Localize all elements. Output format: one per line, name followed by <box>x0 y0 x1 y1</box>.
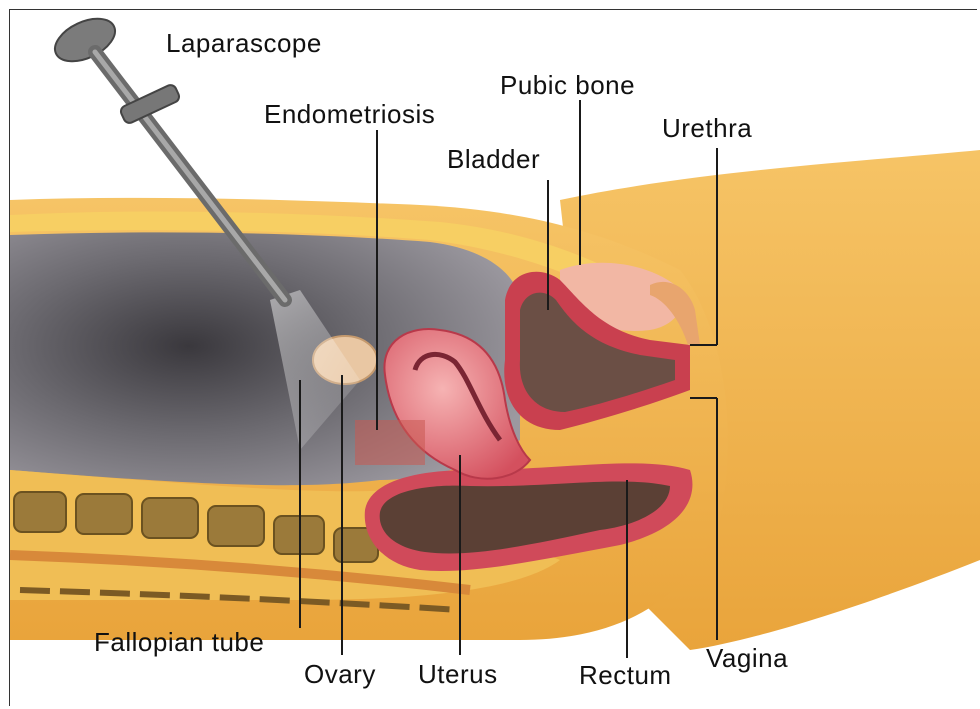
label-vagina: Vagina <box>706 645 788 671</box>
label-urethra: Urethra <box>662 115 752 141</box>
endometriosis-patch <box>355 420 425 465</box>
label-ovary: Ovary <box>304 661 376 687</box>
label-rectum: Rectum <box>579 662 672 688</box>
label-laparascope: Laparascope <box>166 30 322 56</box>
label-uterus: Uterus <box>418 661 498 687</box>
label-pubic-bone: Pubic bone <box>500 72 635 98</box>
label-bladder: Bladder <box>447 146 540 172</box>
label-endometriosis: Endometriosis <box>264 101 435 127</box>
label-fallopian-tube: Fallopian tube <box>94 629 264 655</box>
